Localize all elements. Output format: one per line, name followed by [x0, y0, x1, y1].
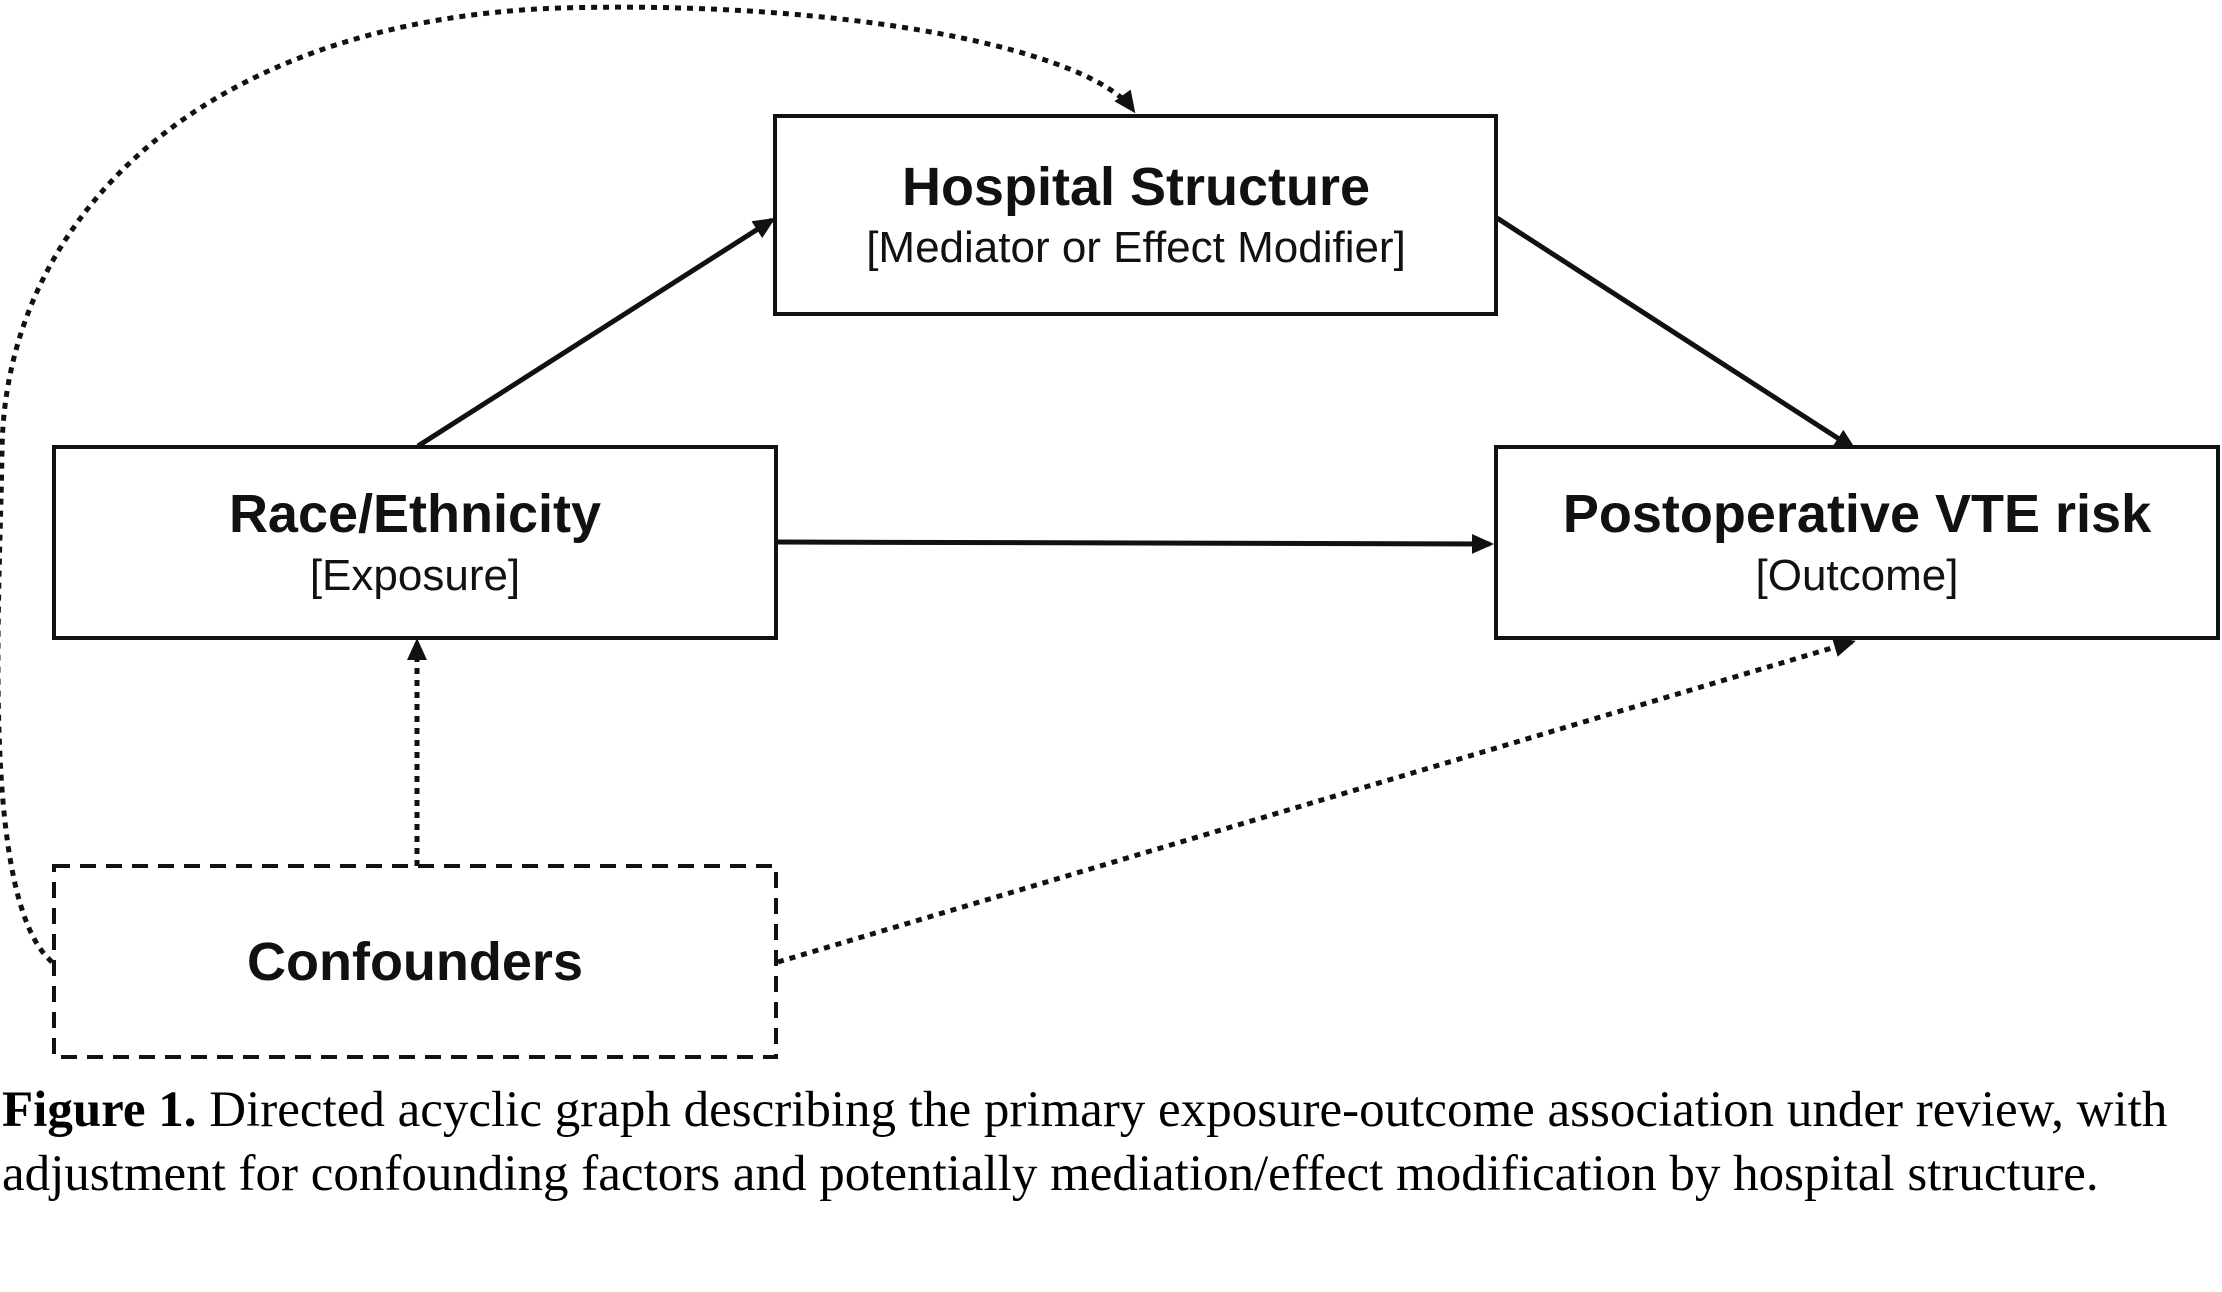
node-race-ethnicity: Race/Ethnicity [Exposure]: [52, 445, 778, 640]
node-title: Confounders: [247, 932, 583, 992]
node-title: Race/Ethnicity: [229, 484, 601, 544]
node-title: Hospital Structure: [902, 157, 1370, 217]
node-title: Postoperative VTE risk: [1563, 484, 2152, 544]
node-subtitle: [Mediator or Effect Modifier]: [866, 223, 1406, 272]
caption-label: Figure 1.: [2, 1082, 197, 1138]
node-subtitle: [Outcome]: [1756, 551, 1959, 600]
node-box: [52, 864, 778, 1059]
node-hospital-structure: Hospital Structure [Mediator or Effect M…: [773, 114, 1498, 316]
node-box: [773, 114, 1498, 316]
figure-caption: Figure 1. Directed acyclic graph describ…: [2, 1078, 2202, 1206]
node-postoperative-vte: Postoperative VTE risk [Outcome]: [1494, 445, 2220, 640]
caption-text: Directed acyclic graph describing the pr…: [2, 1082, 2168, 1202]
edge-confounders-to-mediator: [0, 4, 1136, 964]
edges: [0, 4, 1857, 965]
edge-exposure-to-outcome: [776, 533, 1494, 554]
node-box: [52, 445, 778, 640]
edge-exposure-to-mediator: [416, 217, 776, 449]
node-subtitle: [Exposure]: [310, 551, 520, 600]
edge-confounders-to-outcome: [777, 637, 1856, 965]
node-confounders: Confounders: [52, 864, 778, 1059]
dag-diagram: Hospital Structure [Mediator or Effect M…: [0, 4, 2220, 1059]
node-box: [1494, 445, 2220, 640]
edge-mediator-to-outcome: [1495, 215, 1857, 451]
